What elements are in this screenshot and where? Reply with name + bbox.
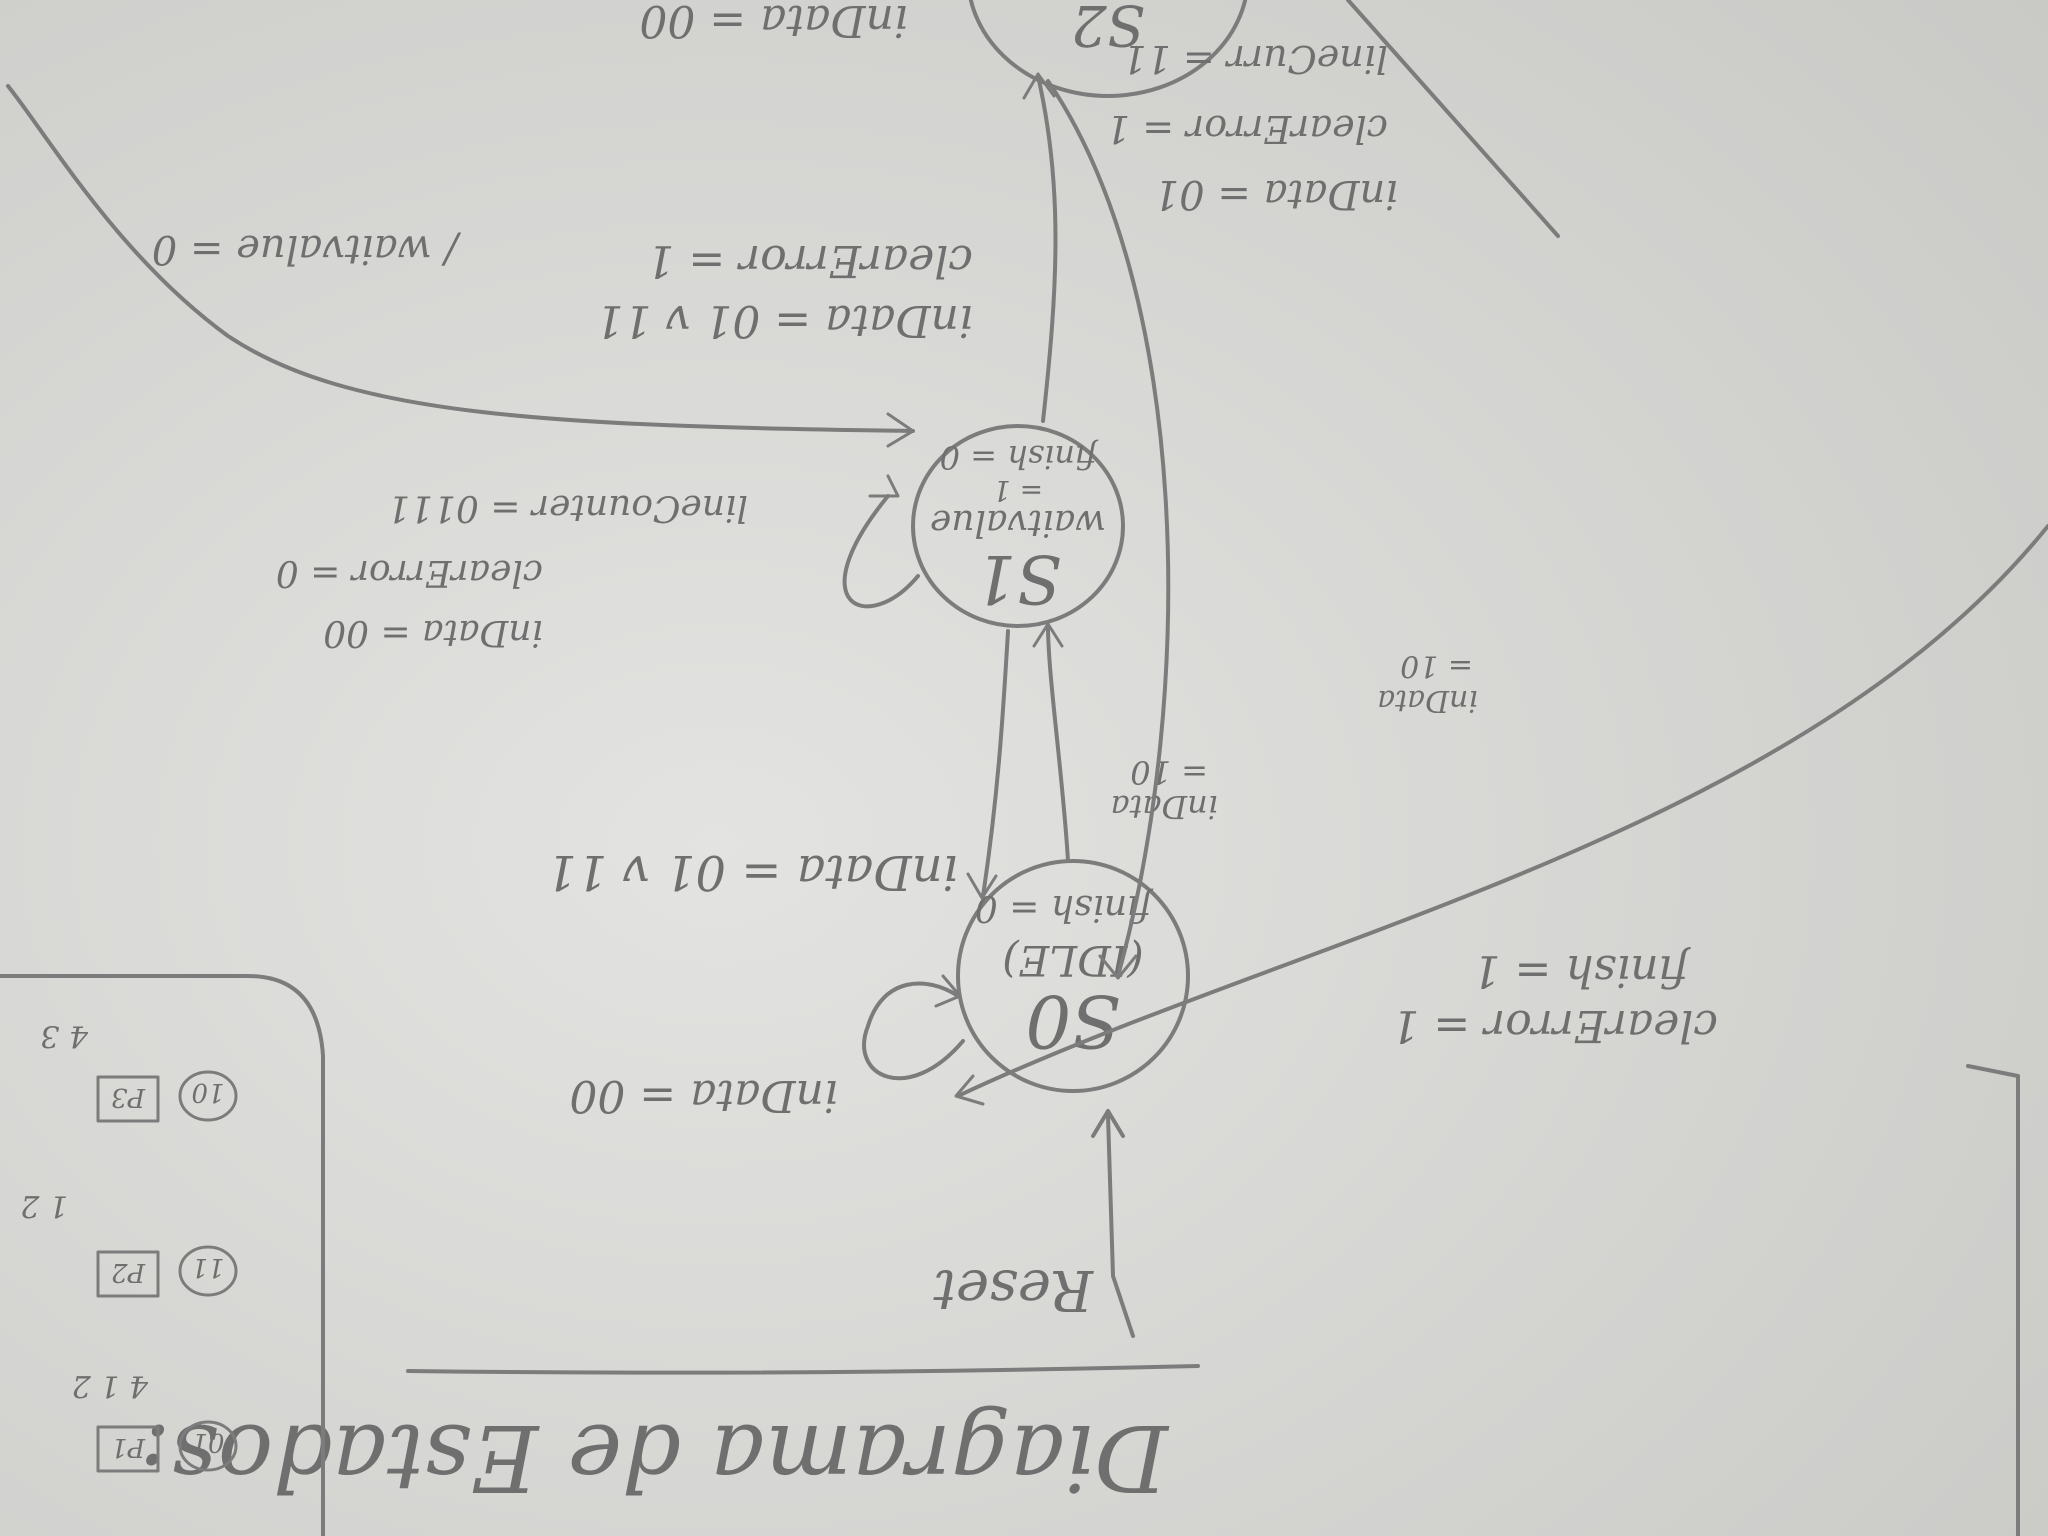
s2-to-s0-arrowhead [1098,954,1138,980]
big-arc-label-2: finish = 1 [1472,945,1691,996]
transition-s0-to-s1: inData = 01 v 11 [546,622,1070,900]
s1-self-label-1: inData = 00 [323,612,543,653]
legend-item-3-code: 10 [191,1077,224,1107]
s1-to-s0-arrowhead [966,872,998,900]
state-s1-line-3: finish = 0 [940,438,1099,476]
state-s2-name: S2 [1071,0,1145,57]
s1-to-s2-label-1: inData = 01 v 11 [596,295,973,346]
return-to-s1-line [6,84,915,433]
state-s1-line-2: = 1 [993,474,1043,507]
title-underline [406,1364,1200,1375]
transition-s0-self: inData = 00 [569,974,965,1121]
s2-right-label-1: inData = 01 [1154,171,1398,217]
state-s1[interactable]: S1 waitvalue = 1 finish = 0 [911,424,1125,628]
s1-to-s2-arrowhead [1022,72,1056,100]
reset-arrow-line [1106,1114,1135,1338]
right-box-edge [1966,1064,2020,1536]
state-s1-name: S1 [974,540,1061,617]
legend-item-1-code: 01 [191,1427,224,1457]
big-arc-line [956,524,2048,1098]
legend-item-1-label: P1 [111,1432,146,1462]
state-s1-line-1: waitvalue [930,502,1106,543]
s2-to-s0-label-1: inData [1377,683,1478,718]
s1-self-arrowhead [868,474,900,498]
s2-right-label-3: lineCurr = 11 [1123,37,1389,81]
state-s0-circle [956,859,1190,1093]
s1-to-s2-line [1036,74,1058,423]
state-s2-circle [968,0,1248,98]
legend-item-3-code-circle [178,1070,238,1122]
state-s2[interactable]: S2 [968,0,1248,98]
legend-item-3-value: 4 3 [40,1018,89,1053]
legend-box-border [0,974,325,1536]
s1-self-label-2: clearError = 0 [276,552,543,593]
s2-to-s0-label-2: = 10 [1400,648,1473,683]
legend-item-2-code-circle [178,1245,238,1297]
state-s0-line-2: finish = 0 [975,887,1154,928]
s1-self-label-3: lineCounter = 0111 [387,487,748,528]
s2-top-label: inData = 00 [639,0,908,46]
s1-self-loop [842,494,920,609]
s1-wait-label: / waitvalue = 0 [152,226,462,272]
legend-item-1-value: 4 1 2 [72,1368,149,1403]
big-arc-label-1: clearError = 1 [1391,1000,1718,1051]
reset-arrowhead [1091,1109,1125,1138]
transition-big-arc-to-s0: clearError = 1 finish = 1 [954,524,2048,1106]
legend-item-2-value: 1 2 [20,1188,68,1223]
return-to-s1-arrowhead [886,412,915,448]
legend-box: 01 P1 4 1 2 11 P2 1 2 10 P3 4 3 [0,974,325,1536]
s2-right-labels: inData = 01 clearError = 1 lineCurr = 11 [1106,37,1398,217]
reset-label: Reset [933,1257,1094,1322]
legend-item-2: 11 P2 1 2 [20,1188,238,1298]
s2-to-s0-line [1046,79,1171,978]
page-title: Diagrama de Estados: [140,1364,1200,1511]
s1-to-s0-label-1: inData [1110,788,1218,826]
page-title-text: Diagrama de Estados: [140,1404,1170,1511]
transition-s1-to-s2: inData = 01 v 11 clearError = 1 [596,72,1058,423]
state-s0[interactable]: S0 (IDLE) finish = 0 [956,859,1190,1093]
legend-item-3-label: P3 [111,1082,146,1112]
s0-self-label: inData = 00 [569,1070,838,1121]
legend-item-2-label: P2 [111,1257,146,1287]
s1-to-s0-line [981,629,1010,898]
s0-to-s1-line [1046,624,1070,863]
s2-right-label-2: clearError = 1 [1106,107,1388,151]
transition-s2-to-s0: inData = 10 [1046,79,1478,980]
s0-to-s1-label: inData = 01 v 11 [546,844,958,900]
legend-item-2-code: 11 [191,1252,224,1282]
reset-arrow: Reset [933,1109,1135,1338]
state-s0-name: S0 [1025,979,1120,1063]
legend-item-1: 01 P1 4 1 2 [72,1368,238,1473]
s1-wait-annotation: / waitvalue = 0 [152,226,462,272]
legend-item-3-label-box [96,1075,160,1123]
transition-s1-to-s0: inData = 10 [966,629,1218,900]
s1-to-s2-label-2: clearError = 1 [646,235,973,286]
diagonal-line [1346,0,1560,238]
transition-s1-self: inData = 00 clearError = 0 lineCounter =… [276,474,920,653]
legend-item-1-code-circle [178,1420,238,1472]
s0-self-loop [862,981,965,1081]
big-arc-arrowhead [954,1074,985,1106]
legend-item-3: 10 P3 4 3 [40,1018,238,1123]
legend-item-2-label-box [96,1250,160,1298]
legend-item-1-label-box [96,1425,160,1473]
s1-to-s0-label-2: = 10 [1130,753,1208,791]
s0-self-arrowhead [934,974,962,1008]
transition-return-to-s1 [6,84,915,448]
state-s1-circle [911,424,1125,628]
s0-to-s1-arrowhead [1032,622,1064,648]
